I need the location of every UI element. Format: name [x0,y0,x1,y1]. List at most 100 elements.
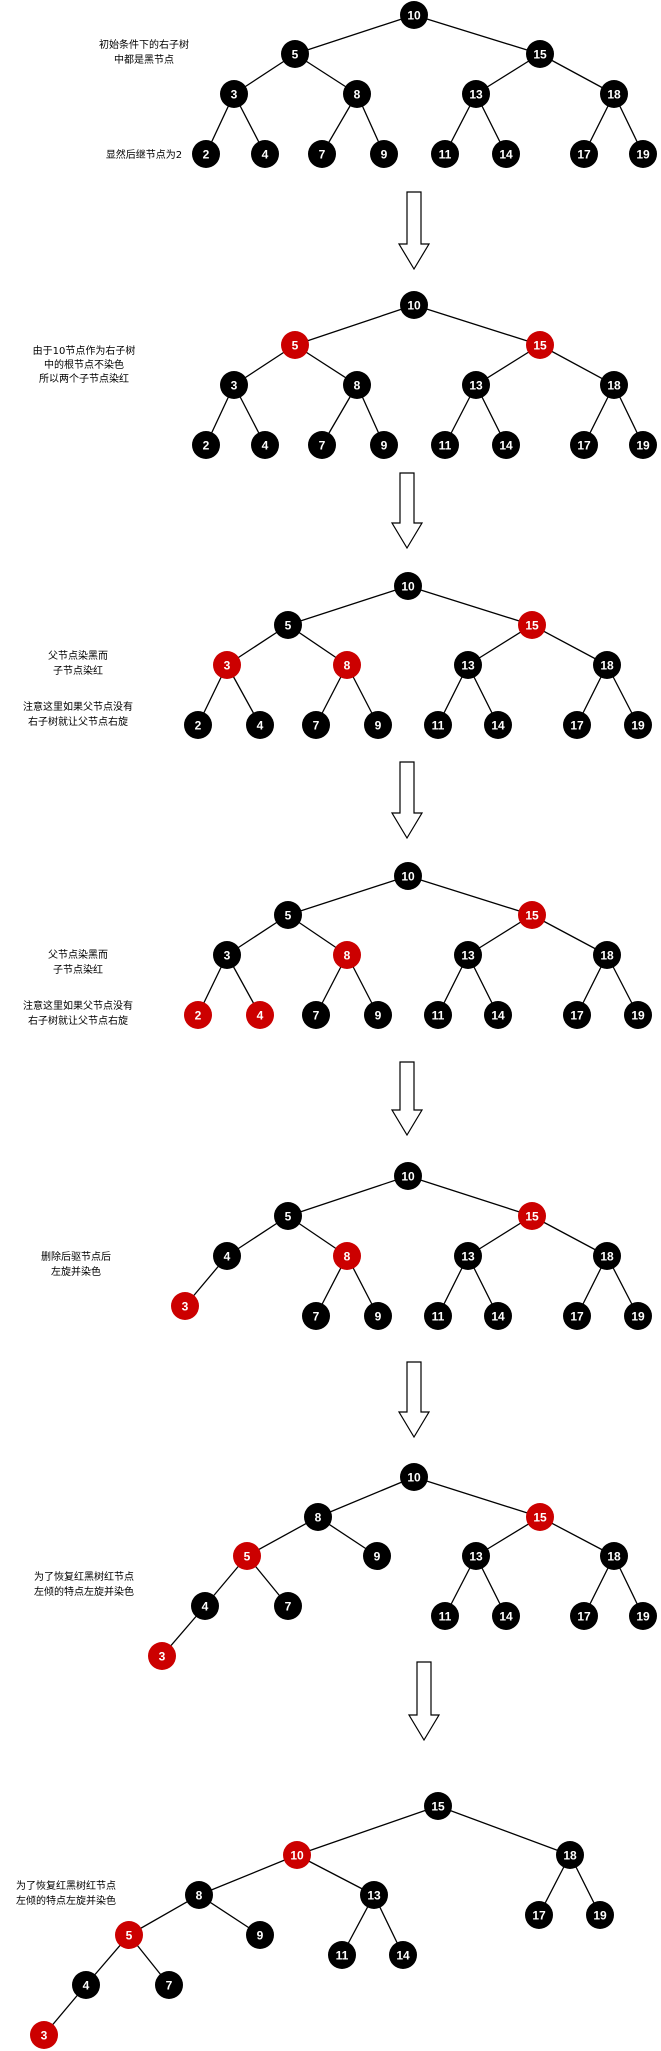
node-circle [624,1001,652,1029]
tree-node-17: 17 [563,1001,591,1029]
tree-node-15: 15 [424,1792,452,1820]
tree-node-8: 8 [333,1242,361,1270]
node-circle [274,901,302,929]
node-label: 19 [631,1009,645,1023]
tree-edge [294,14,415,55]
node-label: 4 [257,719,264,733]
node-label: 13 [461,949,475,963]
node-circle [251,140,279,168]
node-label: 4 [83,1979,90,1993]
tree-node-14: 14 [484,711,512,739]
tree-node-10: 10 [394,1162,422,1190]
node-label: 14 [491,1310,505,1324]
tree-node-11: 11 [424,711,452,739]
tree-node-15: 15 [526,40,554,68]
node-label: 9 [374,1550,381,1564]
node-circle [556,1841,584,1869]
node-circle [492,431,520,459]
node-circle [192,140,220,168]
node-label: 8 [354,379,361,393]
node-label: 10 [407,9,421,23]
node-circle [570,1602,598,1630]
node-circle [526,331,554,359]
node-label: 9 [381,439,388,453]
node-circle [600,371,628,399]
node-circle [424,711,452,739]
tree-node-14: 14 [492,140,520,168]
tree-edge [294,304,415,346]
annotation-text: 左旋并染色 [51,1265,101,1278]
tree-node-11: 11 [431,431,459,459]
tree-node-9: 9 [364,1001,392,1029]
node-circle [274,1592,302,1620]
down-arrow-icon [390,761,424,840]
tree-edge [531,914,608,956]
tree-node-3: 3 [213,941,241,969]
annotation-text: 删除后驱节点后 [41,1250,111,1263]
tree-node-15: 15 [518,1202,546,1230]
tree-node-9: 9 [364,1302,392,1330]
tree-node-17: 17 [570,140,598,168]
tree-node-9: 9 [246,1921,274,1949]
tree-node-15: 15 [526,331,554,359]
tree-edge [437,1805,571,1856]
node-label: 19 [631,719,645,733]
tree-node-3: 3 [220,371,248,399]
tree-node-5: 5 [274,901,302,929]
down-arrow-icon [407,1661,441,1742]
tree-node-17: 17 [570,431,598,459]
node-circle [462,1542,490,1570]
node-label: 10 [290,1849,304,1863]
node-label: 18 [600,1250,614,1264]
node-label: 13 [461,1250,475,1264]
node-label: 17 [570,1310,584,1324]
node-circle [281,40,309,68]
node-circle [251,431,279,459]
tree-edge [539,53,615,95]
tree-node-19: 19 [624,1302,652,1330]
node-circle [570,431,598,459]
node-circle [308,140,336,168]
node-label: 15 [533,1511,547,1525]
node-label: 5 [285,1210,292,1224]
node-circle [171,1292,199,1320]
node-label: 4 [257,1009,264,1023]
tree-node-10: 10 [394,572,422,600]
tree-node-10: 10 [283,1841,311,1869]
annotation-text: 右子树就让父节点右旋 [28,715,128,728]
tree-edge [539,344,615,386]
tree-node-4: 4 [72,1971,100,1999]
annotation-text: 为了恢复红黑树红节点 [16,1879,116,1892]
tree-edge [413,304,541,346]
node-label: 5 [292,48,299,62]
node-label: 14 [491,1009,505,1023]
node-label: 4 [202,1600,209,1614]
down-arrow-icon [397,191,431,271]
node-label: 8 [315,1511,322,1525]
node-label: 18 [607,379,621,393]
tree-node-5: 5 [233,1542,261,1570]
tree-node-8: 8 [185,1881,213,1909]
tree-edge [317,1476,415,1518]
tree-node-18: 18 [600,371,628,399]
tree-node-8: 8 [333,941,361,969]
node-label: 7 [313,1009,320,1023]
tree-node-7: 7 [302,1001,330,1029]
tree-node-14: 14 [492,1602,520,1630]
annotation-text: 左倾的特点左旋并染色 [16,1894,116,1907]
node-circle [593,1242,621,1270]
node-label: 15 [533,339,547,353]
node-label: 17 [570,719,584,733]
tree-node-7: 7 [302,711,330,739]
node-label: 7 [166,1979,173,1993]
node-label: 13 [469,1550,483,1564]
node-label: 13 [461,659,475,673]
node-label: 19 [636,148,650,162]
tree-node-18: 18 [600,1542,628,1570]
node-label: 9 [375,1310,382,1324]
node-circle [308,431,336,459]
